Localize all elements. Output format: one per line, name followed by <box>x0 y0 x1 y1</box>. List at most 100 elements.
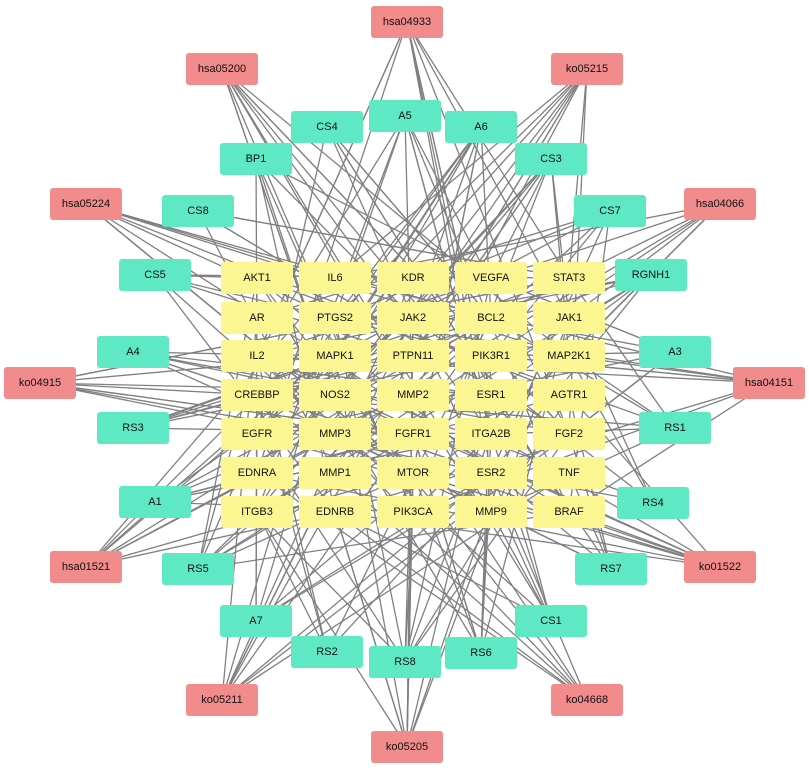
target-node-akt1[interactable]: AKT1 <box>221 262 293 294</box>
pathway-node-hsa01521-box <box>50 551 122 583</box>
target-node-esr2-label: ESR2 <box>477 467 506 479</box>
pathway-node-ko05215[interactable]: ko05215 <box>551 53 623 85</box>
pathway-node-ko04668-label: ko04668 <box>566 694 608 706</box>
target-node-il2[interactable]: IL2 <box>221 340 293 372</box>
target-node-pik3r1[interactable]: PIK3R1 <box>455 340 527 372</box>
target-node-mmp3[interactable]: MMP3 <box>299 418 371 450</box>
target-node-mmp2-box <box>377 379 449 411</box>
edge-hsa04933-target <box>256 21 408 357</box>
compound-node-cs8[interactable]: CS8 <box>162 195 234 227</box>
edge-ko04915-target <box>39 382 258 396</box>
compound-node-a6[interactable]: A6 <box>445 111 517 143</box>
target-node-esr2[interactable]: ESR2 <box>455 457 527 489</box>
compound-node-rs4-label: RS4 <box>642 497 663 509</box>
pathway-node-hsa04151[interactable]: hsa04151 <box>733 367 805 399</box>
compound-node-a7-box <box>220 605 292 637</box>
pathway-node-ko04668[interactable]: ko04668 <box>551 684 623 716</box>
target-node-braf-box <box>533 496 605 528</box>
compound-node-bp1[interactable]: BP1 <box>220 143 292 175</box>
pathway-node-hsa05224[interactable]: hsa05224 <box>50 188 122 220</box>
pathway-node-ko05205-label: ko05205 <box>386 741 428 753</box>
edge-hsa04151-target <box>568 382 770 513</box>
target-node-ar-box <box>221 302 293 334</box>
target-node-bcl2-box <box>455 302 527 334</box>
target-node-kdr[interactable]: KDR <box>377 262 449 294</box>
compound-node-rs6[interactable]: RS6 <box>445 637 517 669</box>
compound-node-rs7-label: RS7 <box>600 563 621 575</box>
target-node-ednra[interactable]: EDNRA <box>221 457 293 489</box>
target-node-tnf[interactable]: TNF <box>533 457 605 489</box>
compound-node-rs1[interactable]: RS1 <box>639 412 711 444</box>
target-node-esr1[interactable]: ESR1 <box>455 379 527 411</box>
target-node-fgf2-label: FGF2 <box>555 428 583 440</box>
target-node-braf[interactable]: BRAF <box>533 496 605 528</box>
compound-node-rs5[interactable]: RS5 <box>162 553 234 585</box>
target-node-ednrb[interactable]: EDNRB <box>299 496 371 528</box>
target-node-map2k1[interactable]: MAP2K1 <box>533 340 605 372</box>
compound-node-cs4[interactable]: CS4 <box>291 111 363 143</box>
pathway-node-hsa04066[interactable]: hsa04066 <box>684 188 756 220</box>
compound-node-cs7[interactable]: CS7 <box>574 195 646 227</box>
target-node-nos2[interactable]: NOS2 <box>299 379 371 411</box>
target-node-itgb3-label: ITGB3 <box>241 506 273 518</box>
pathway-node-hsa04151-box <box>733 367 805 399</box>
edge-hsa01521-target <box>85 433 336 568</box>
compound-node-rs8-box <box>369 646 441 678</box>
pathway-node-hsa05200-label: hsa05200 <box>198 63 246 75</box>
compound-node-rs4[interactable]: RS4 <box>617 487 689 519</box>
pathway-node-hsa05200[interactable]: hsa05200 <box>186 53 258 85</box>
target-node-mmp9[interactable]: MMP9 <box>455 496 527 528</box>
target-node-mtor-label: MTOR <box>397 467 429 479</box>
compound-node-a1[interactable]: A1 <box>119 486 191 518</box>
compound-node-rgnh1[interactable]: RGNH1 <box>615 259 687 291</box>
target-node-ptgs2[interactable]: PTGS2 <box>299 302 371 334</box>
compound-node-a5[interactable]: A5 <box>369 100 441 132</box>
target-node-egfr[interactable]: EGFR <box>221 418 293 450</box>
target-node-mmp1[interactable]: MMP1 <box>299 457 371 489</box>
compound-node-rs2[interactable]: RS2 <box>291 636 363 668</box>
compound-node-a4[interactable]: A4 <box>97 336 169 368</box>
pathway-node-ko05211[interactable]: ko05211 <box>186 684 258 716</box>
target-node-mtor[interactable]: MTOR <box>377 457 449 489</box>
compound-node-cs1[interactable]: CS1 <box>515 605 587 637</box>
pathway-node-ko05205[interactable]: ko05205 <box>371 731 443 763</box>
target-node-mmp2[interactable]: MMP2 <box>377 379 449 411</box>
target-node-stat3[interactable]: STAT3 <box>533 262 605 294</box>
target-node-ptpn11[interactable]: PTPN11 <box>377 340 449 372</box>
target-node-fgfr1[interactable]: FGFR1 <box>377 418 449 450</box>
target-node-ar[interactable]: AR <box>221 302 293 334</box>
pathway-node-ko04915[interactable]: ko04915 <box>4 367 76 399</box>
compound-node-cs5[interactable]: CS5 <box>119 259 191 291</box>
compound-node-rs3[interactable]: RS3 <box>97 412 169 444</box>
target-node-crebbp[interactable]: CREBBP <box>221 379 293 411</box>
target-node-jak2[interactable]: JAK2 <box>377 302 449 334</box>
compound-node-a3[interactable]: A3 <box>639 336 711 368</box>
compound-node-a7[interactable]: A7 <box>220 605 292 637</box>
compound-node-a3-label: A3 <box>668 346 681 358</box>
target-node-nos2-label: NOS2 <box>320 389 350 401</box>
pathway-node-ko04915-label: ko04915 <box>19 377 61 389</box>
target-node-jak2-label: JAK2 <box>400 312 426 324</box>
pathway-node-ko01522-box <box>684 551 756 583</box>
pathway-node-ko05205-box <box>371 731 443 763</box>
pathway-node-ko01522[interactable]: ko01522 <box>684 551 756 583</box>
target-node-ptgs2-box <box>299 302 371 334</box>
pathway-node-hsa04933[interactable]: hsa04933 <box>371 6 443 38</box>
target-node-mapk1[interactable]: MAPK1 <box>299 340 371 372</box>
target-node-vegfa[interactable]: VEGFA <box>455 262 527 294</box>
target-node-fgf2[interactable]: FGF2 <box>533 418 605 450</box>
compound-node-cs3[interactable]: CS3 <box>515 143 587 175</box>
compound-node-rs8[interactable]: RS8 <box>369 646 441 678</box>
target-node-il2-label: IL2 <box>249 350 264 362</box>
target-node-itgb3[interactable]: ITGB3 <box>221 496 293 528</box>
compound-node-rs8-label: RS8 <box>394 656 415 668</box>
target-node-jak1[interactable]: JAK1 <box>533 302 605 334</box>
target-node-bcl2[interactable]: BCL2 <box>455 302 527 334</box>
target-node-agtr1[interactable]: AGTR1 <box>533 379 605 411</box>
target-node-itga2b[interactable]: ITGA2B <box>455 418 527 450</box>
pathway-node-hsa01521[interactable]: hsa01521 <box>50 551 122 583</box>
compound-node-rs7[interactable]: RS7 <box>575 553 647 585</box>
target-node-pik3ca[interactable]: PIK3CA <box>377 496 449 528</box>
target-node-il6[interactable]: IL6 <box>299 262 371 294</box>
